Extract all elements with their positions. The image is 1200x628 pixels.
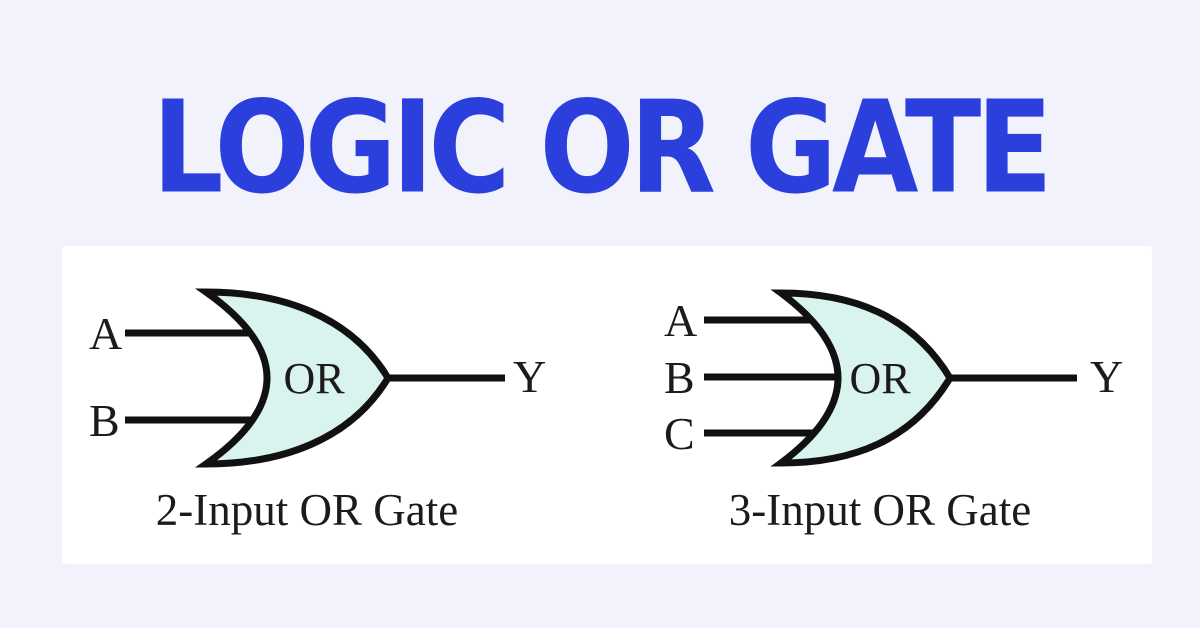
or-gate-3input-diagram: A B C OR Y xyxy=(664,289,1123,467)
caption-3input-or-gate: 3-Input OR Gate xyxy=(728,485,1032,535)
or-gate-shape xyxy=(194,288,393,468)
input-label-b: B xyxy=(89,395,120,446)
or-gate-shape xyxy=(770,289,955,467)
caption-2input-or-gate: 2-Input OR Gate xyxy=(155,485,459,535)
input-wires xyxy=(125,329,261,424)
input-label-b: B xyxy=(664,352,695,403)
or-gate-2input-diagram: A B OR Y xyxy=(89,288,546,468)
output-label-y: Y xyxy=(1090,351,1123,402)
input-label-c: C xyxy=(664,408,695,459)
input-wires xyxy=(704,316,840,437)
input-label-a: A xyxy=(664,295,697,346)
input-label-a: A xyxy=(89,308,122,359)
gate-or-label: OR xyxy=(283,354,345,403)
output-label-y: Y xyxy=(513,351,546,402)
diagram-panel: A B OR Y 2-Input OR Gate A B C OR Y 3-In… xyxy=(62,246,1152,564)
page-title: LOGIC OR GATE xyxy=(152,74,1053,223)
gate-or-label: OR xyxy=(849,354,911,403)
